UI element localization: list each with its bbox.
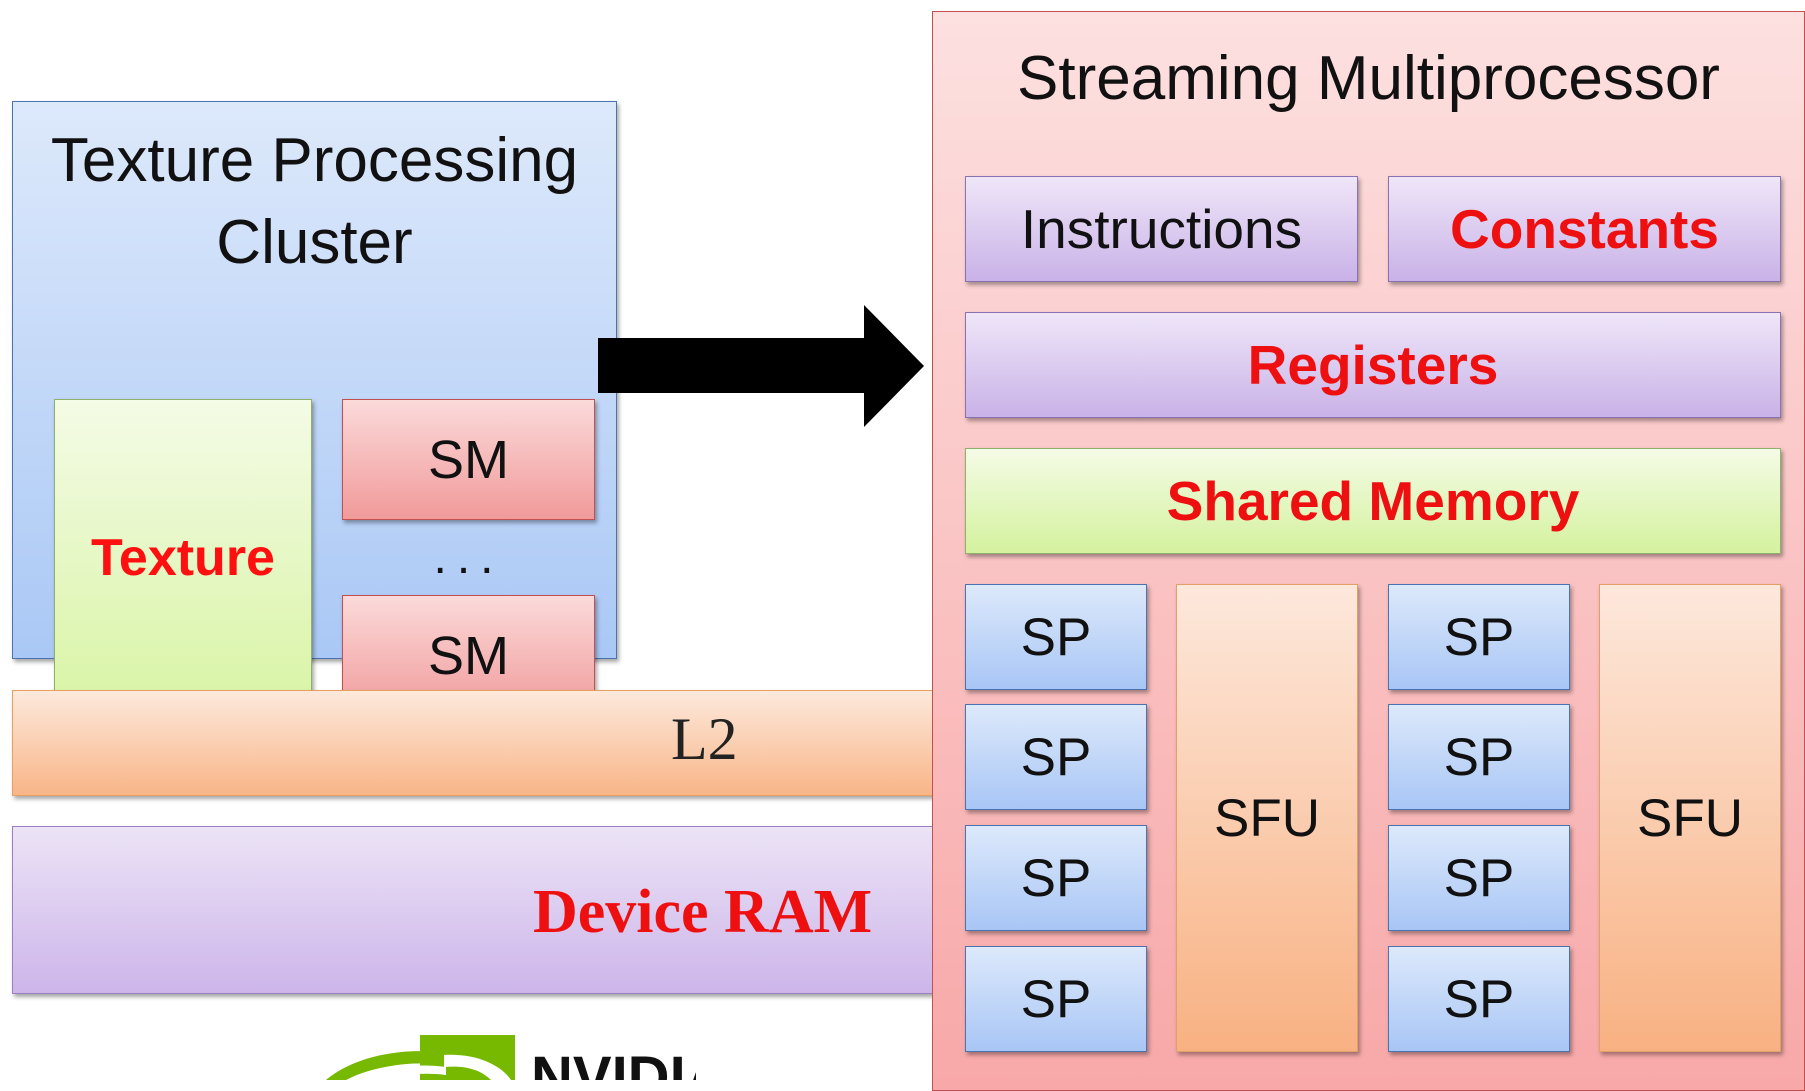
sp-label: SP xyxy=(1020,969,1092,1029)
sm-ellipsis: ... xyxy=(433,530,504,584)
sm-block-1: SM xyxy=(342,399,595,520)
sp-block: SP xyxy=(1388,825,1570,931)
tpc-title-line-2: Cluster xyxy=(216,208,413,277)
device-ram-label: Device RAM xyxy=(533,878,873,946)
sm-label: SM xyxy=(428,625,509,686)
right-arrow-icon xyxy=(598,305,924,427)
texture-label: Texture xyxy=(91,529,275,587)
sm-label: SM xyxy=(428,429,509,490)
svg-text:NVIDIA: NVIDIA xyxy=(531,1045,696,1080)
instructions-block: Instructions xyxy=(965,176,1358,282)
sfu-label: SFU xyxy=(1214,788,1320,848)
sp-label: SP xyxy=(1020,607,1092,667)
tpc-title-line-1: Texture Processing xyxy=(50,126,579,195)
sp-block: SP xyxy=(1388,584,1570,690)
tpc-title: Texture Processing Cluster xyxy=(13,120,616,284)
sp-block: SP xyxy=(965,825,1147,931)
sfu-block: SFU xyxy=(1599,584,1781,1052)
instructions-label: Instructions xyxy=(1020,198,1303,260)
sp-block: SP xyxy=(1388,946,1570,1052)
l2-label: L2 xyxy=(671,706,738,772)
sp-block: SP xyxy=(1388,704,1570,810)
sp-label: SP xyxy=(1443,848,1515,908)
sp-block: SP xyxy=(965,584,1147,690)
shared-memory-label: Shared Memory xyxy=(1166,470,1580,532)
sp-label: SP xyxy=(1020,848,1092,908)
shared-memory-block: Shared Memory xyxy=(965,448,1781,554)
sm-title: Streaming Multiprocessor xyxy=(1017,44,1720,113)
texture-block: Texture xyxy=(54,399,312,717)
device-ram-bar: Device RAM xyxy=(12,826,972,994)
constants-block: Constants xyxy=(1388,176,1781,282)
sp-block: SP xyxy=(965,704,1147,810)
texture-processing-cluster: Texture Processing Cluster Texture SM ..… xyxy=(12,101,617,717)
constants-label: Constants xyxy=(1450,198,1719,260)
nvidia-logo: NVIDIA xyxy=(326,1035,696,1080)
sp-label: SP xyxy=(1443,969,1515,1029)
sp-label: SP xyxy=(1443,607,1515,667)
registers-label: Registers xyxy=(1247,334,1499,396)
sfu-block: SFU xyxy=(1176,584,1358,1052)
sp-label: SP xyxy=(1443,727,1515,787)
streaming-multiprocessor: Streaming Multiprocessor Instructions Co… xyxy=(932,11,1805,1091)
registers-block: Registers xyxy=(965,312,1781,418)
sp-block: SP xyxy=(965,946,1147,1052)
sp-label: SP xyxy=(1020,727,1092,787)
sfu-label: SFU xyxy=(1637,788,1743,848)
l2-cache-bar: L2 xyxy=(12,690,972,796)
